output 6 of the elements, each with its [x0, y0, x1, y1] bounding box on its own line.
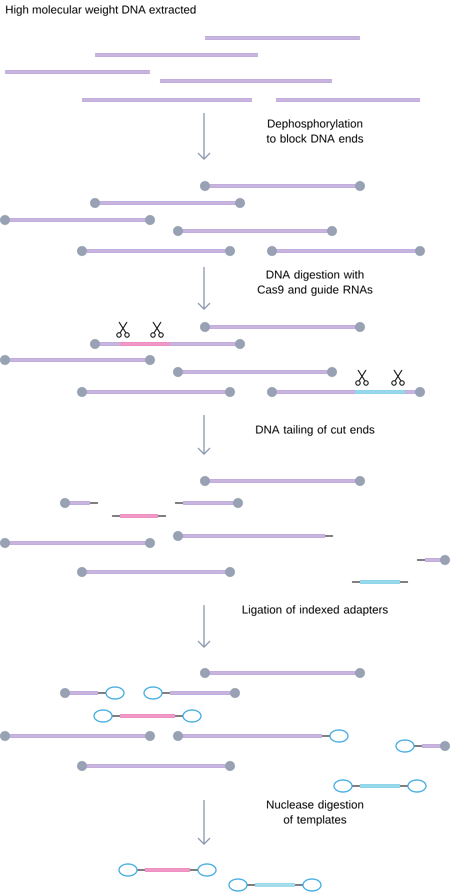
step-label: Nuclease digestion of templates: [267, 800, 364, 826]
heading: High molecular weight DNA extracted: [6, 5, 196, 16]
step-label: DNA digestion with Cas9 and guide RNAs: [258, 270, 372, 296]
step-label: DNA tailing of cut ends: [256, 425, 374, 436]
step-label: Dephosphorylation to block DNA ends: [266, 119, 364, 143]
step-label: Ligation of indexed adapters: [242, 605, 388, 616]
